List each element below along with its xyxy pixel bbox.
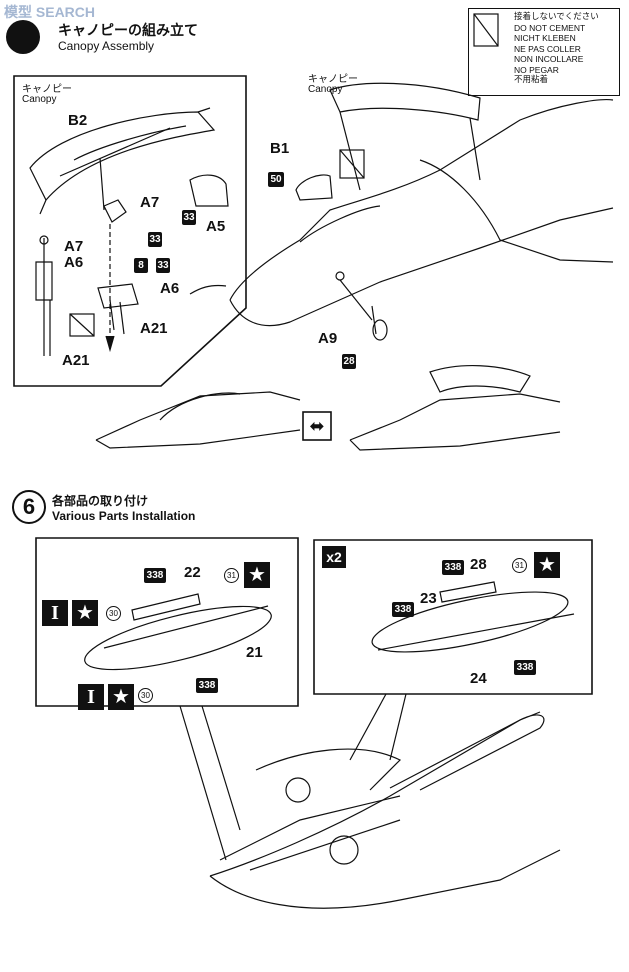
part-label-a21: A21 (140, 320, 168, 337)
step-5-title-jp: キャノピーの組み立て (58, 23, 198, 39)
part-label-b1: B1 (270, 140, 290, 157)
step-5-title-en: Canopy Assembly (58, 39, 155, 53)
part-label-a6: A6 (160, 280, 180, 297)
part-label-a9: A9 (318, 330, 338, 347)
part-label-a6-side: A6 (64, 254, 84, 271)
no-cement-legend (468, 8, 620, 96)
part-label-a7: A7 (140, 194, 160, 211)
color-code-31: 31 (224, 568, 239, 583)
aircraft-canopy-title-jp: キャノピー (308, 74, 358, 85)
color-code-30: 30 (106, 606, 121, 621)
part-label-a5: A5 (206, 218, 226, 235)
warning-line-fr: NE PAS COLLER (514, 43, 581, 54)
roman-one-marking: I (78, 684, 104, 710)
color-code-338: 338 (514, 660, 536, 675)
part-label-b2: B2 (68, 112, 88, 129)
warning-line-it: NON INCOLLARE (514, 54, 584, 64)
color-code-338: 338 (392, 602, 414, 617)
part-label-28: 28 (470, 556, 487, 573)
color-code-338: 338 (196, 678, 218, 693)
watermark-logo: 模型 SEARCH (4, 4, 96, 20)
step-5-badge (6, 20, 40, 54)
color-code-30: 30 (138, 688, 153, 703)
color-code-50: 50 (268, 172, 284, 187)
canopy-box-title-jp: キャノピー (22, 84, 72, 95)
color-code-33: 33 (182, 210, 196, 225)
color-code-338: 338 (442, 560, 464, 575)
warning-line-jp: 接着しないでください (514, 12, 599, 22)
color-code-8: 8 (134, 258, 148, 273)
swap-arrows-icon: ⬌ (309, 416, 325, 436)
warning-line-de: NICHT KLEBEN (514, 33, 576, 43)
step-6-title-en: Various Parts Installation (52, 509, 196, 523)
warning-line-es: NO PEGAR (514, 64, 559, 75)
star-marking-icon: ★ (108, 684, 134, 710)
color-code-31: 31 (512, 558, 527, 573)
canopy-box-title-en: Canopy (22, 94, 57, 105)
aircraft-canopy-title-en: Canopy (308, 84, 343, 95)
part-label-24: 24 (470, 670, 487, 687)
part-label-a21-bottom: A21 (62, 352, 90, 369)
part-label-23: 23 (420, 590, 437, 607)
part-label-a7-side: A7 (64, 238, 84, 255)
warning-line-cn: 不用粘着 (514, 75, 549, 85)
roman-one-marking: I (42, 600, 68, 626)
warning-line-en: DO NOT CEMENT (514, 22, 586, 33)
step-6-title-jp: 各部品の取り付け (52, 494, 149, 508)
step-6-number: 6 (12, 490, 46, 524)
part-label-22: 22 (184, 564, 201, 581)
color-code-33: 33 (156, 258, 170, 273)
star-marking-icon: ★ (72, 600, 98, 626)
star-marking-icon: ★ (534, 552, 560, 578)
part-label-21: 21 (246, 644, 263, 661)
color-code-33: 33 (148, 232, 162, 247)
color-code-28: 28 (342, 354, 356, 369)
multiplier-badge: x2 (322, 546, 346, 568)
star-marking-icon: ★ (244, 562, 270, 588)
no-cement-text: 接着しないでください DO NOT CEMENT NICHT KLEBEN NE… (514, 12, 599, 86)
color-code-338: 338 (144, 568, 166, 583)
